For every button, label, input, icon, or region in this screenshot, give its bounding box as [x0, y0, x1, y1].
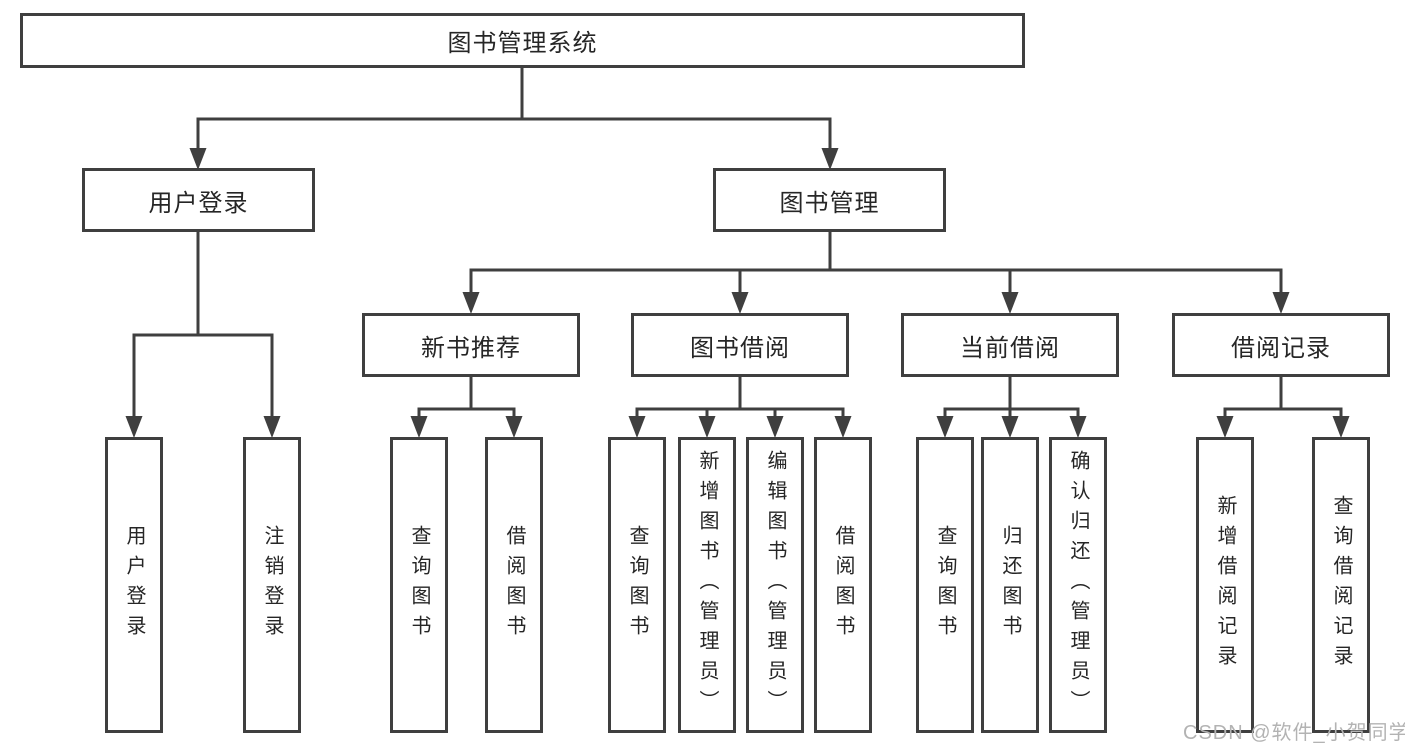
connector-mgmt-to-level3: [469, 230, 1283, 296]
leaf-current-confirm-return-admin: 确认归还（管理员）: [1049, 437, 1107, 733]
arrow-down-icon: [628, 416, 646, 438]
node-current-borrow: 当前借阅: [901, 313, 1119, 377]
arrow-down-icon: [821, 148, 839, 170]
leaf-borrow-borrow-book: 借阅图书: [814, 437, 872, 733]
arrow-down-icon: [698, 416, 716, 438]
node-label: 图书管理系统: [447, 30, 598, 57]
arrow-down-icon: [410, 416, 428, 438]
leaf-current-return-book: 归还图书: [981, 437, 1039, 733]
arrowheads: [125, 148, 1350, 438]
arrow-down-icon: [263, 416, 281, 438]
arrow-down-icon: [1332, 416, 1350, 438]
leaf-logout-login: 注销登录: [243, 437, 301, 733]
node-borrow-records: 借阅记录: [1172, 313, 1390, 377]
arrow-down-icon: [125, 416, 143, 438]
arrow-down-icon: [834, 416, 852, 438]
leaf-user-login: 用户登录: [105, 437, 163, 733]
arrow-down-icon: [936, 416, 954, 438]
node-library-management-system: 图书管理系统: [20, 13, 1025, 68]
arrow-down-icon: [766, 416, 784, 438]
leaf-borrow-query-book: 查询图书: [608, 437, 666, 733]
leaf-borrow-add-book-admin: 新增图书（管理员）: [678, 437, 736, 733]
leaf-borrow-edit-book-admin: 编辑图书（管理员）: [746, 437, 804, 733]
leaf-recommend-borrow-book: 借阅图书: [485, 437, 543, 733]
arrow-down-icon: [731, 292, 749, 314]
leaf-records-add-record: 新增借阅记录: [1196, 437, 1254, 733]
arrow-down-icon: [462, 292, 480, 314]
arrow-down-icon: [505, 416, 523, 438]
connector-borrow-to-leaves: [635, 375, 845, 420]
watermark-text: CSDN @软件_小贺同学: [1183, 722, 1405, 744]
connector-current-to-leaves: [943, 375, 1080, 420]
node-label: 图书借阅: [690, 334, 790, 362]
connector-login-to-leaves: [132, 230, 274, 420]
node-label: 借阅记录: [1231, 334, 1331, 362]
arrow-down-icon: [1001, 416, 1019, 438]
node-book-borrow: 图书借阅: [631, 313, 849, 377]
connector-recommend-to-leaves: [417, 375, 516, 420]
node-label: 用户登录: [148, 189, 249, 217]
arrow-down-icon: [1216, 416, 1234, 438]
node-user-login: 用户登录: [82, 168, 315, 232]
arrow-down-icon: [1069, 416, 1087, 438]
node-new-book-recommend: 新书推荐: [362, 313, 580, 377]
node-label: 图书管理: [779, 189, 880, 217]
node-label: 新书推荐: [421, 334, 521, 362]
node-book-management: 图书管理: [713, 168, 946, 232]
leaf-records-query-record: 查询借阅记录: [1312, 437, 1370, 733]
connector-records-to-leaves: [1223, 375, 1343, 420]
leaf-current-query-book: 查询图书: [916, 437, 974, 733]
arrow-down-icon: [1272, 292, 1290, 314]
node-label: 当前借阅: [960, 334, 1060, 362]
connector-root-to-level2: [196, 66, 832, 152]
arrow-down-icon: [189, 148, 207, 170]
arrow-down-icon: [1001, 292, 1019, 314]
leaf-recommend-query-book: 查询图书: [390, 437, 448, 733]
